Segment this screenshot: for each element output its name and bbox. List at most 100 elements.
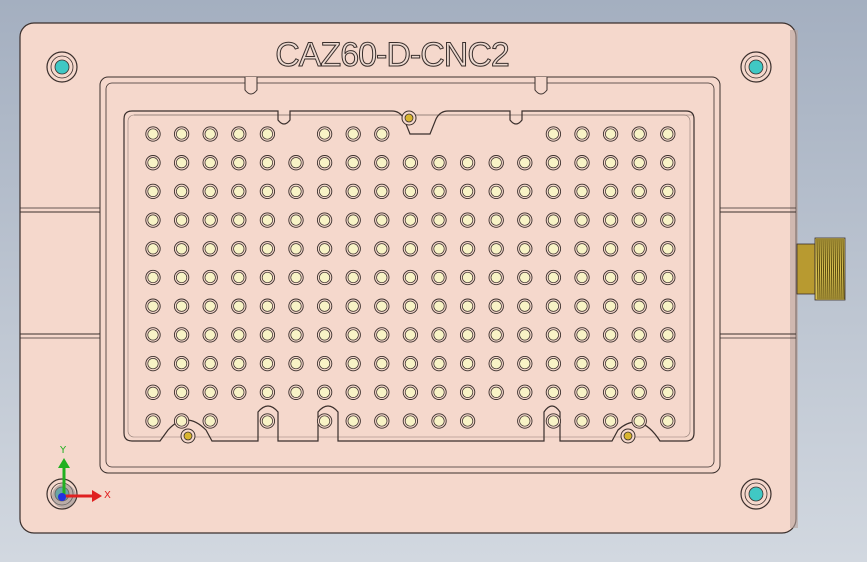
vacuum-hole-bore [290,271,302,284]
coordinate-triad-icon [52,458,102,508]
thread-line [820,238,823,300]
vacuum-hole-bore [347,157,359,169]
vacuum-hole-bore [462,185,474,197]
vacuum-hole-bore [376,386,388,398]
vacuum-hole-bore [147,185,159,197]
vacuum-hole-bore [319,358,331,370]
thread-line [828,238,831,300]
vacuum-hole-bore [462,415,474,427]
vacuum-hole-bore [261,300,273,312]
vacuum-hole-bore [376,157,388,169]
vacuum-hole-bore [319,185,331,197]
vacuum-hole-bore [662,271,674,284]
thread-line [836,238,839,300]
vacuum-hole-bore [376,271,388,284]
thread-line [826,238,829,300]
threaded-fitting-icon[interactable] [796,237,846,301]
vacuum-hole-bore [347,300,359,312]
vacuum-hole-bore [576,329,588,341]
vacuum-hole-bore [605,214,617,226]
vacuum-hole-bore [204,271,216,284]
vacuum-hole-bore [519,157,531,169]
vacuum-hole-bore [233,300,245,312]
vacuum-hole-bore [176,415,188,427]
vacuum-hole-bore [176,128,188,140]
mounting-hole-icon[interactable] [740,478,772,510]
mounting-hole-icon[interactable] [46,51,78,83]
locator-pin-bottom-right[interactable] [620,428,636,444]
vacuum-hole-bore [662,329,674,341]
vacuum-hole-bore [490,185,502,197]
vacuum-hole-bore [662,243,674,255]
vacuum-hole-bore [347,243,359,255]
vacuum-hole-bore [547,185,559,197]
vacuum-hole-bore [462,329,474,341]
vacuum-hole-bore [147,415,159,427]
vacuum-hole-bore [490,214,502,226]
vacuum-hole-bore [462,300,474,312]
vacuum-hole-bore [633,157,645,169]
vacuum-hole-bore [490,271,502,284]
vacuum-hole-bore [347,329,359,341]
vacuum-hole-bore [261,214,273,226]
vacuum-hole-bore [347,185,359,197]
vacuum-hole-bore [347,128,359,140]
vacuum-hole-bore [519,214,531,226]
vacuum-hole-bore [576,415,588,427]
vacuum-hole-bore [176,185,188,197]
vacuum-hole-bore [662,300,674,312]
vacuum-hole-bore [261,329,273,341]
vacuum-hole-bore [633,185,645,197]
vacuum-hole-bore [233,358,245,370]
vacuum-hole-bore [433,386,445,398]
vacuum-hole-bore [404,415,416,427]
vacuum-hole-bore [147,157,159,169]
vacuum-hole-bore [204,415,216,427]
vacuum-hole-bore [576,243,588,255]
vacuum-hole-bore [404,271,416,284]
vacuum-hole-bore [633,300,645,312]
vacuum-hole-bore [261,415,273,427]
vacuum-hole-bore [605,157,617,169]
vacuum-hole-bore [490,358,502,370]
locator-pin-bottom-left[interactable] [180,428,196,444]
vacuum-hole-bore [376,300,388,312]
vacuum-hole-bore [233,157,245,169]
vacuum-hole-bore [319,415,331,427]
vacuum-hole-bore [319,157,331,169]
vacuum-hole-bore [376,329,388,341]
vacuum-hole-bore [147,128,159,140]
vacuum-hole-bore [147,300,159,312]
vacuum-hole-bore [547,415,559,427]
thread-line [840,238,843,300]
vacuum-hole-bore [605,358,617,370]
vacuum-hole-bore [233,386,245,398]
vacuum-hole-bore [605,128,617,140]
vacuum-hole-bore [319,386,331,398]
vacuum-hole-bore [490,386,502,398]
vacuum-hole-bore [261,128,273,140]
locator-pin-top[interactable] [401,110,417,126]
vacuum-hole-bore [147,271,159,284]
vacuum-hole-bore [204,300,216,312]
vacuum-hole-bore [319,300,331,312]
vacuum-hole-bore [605,386,617,398]
vacuum-hole-bore [204,185,216,197]
vacuum-hole-bore [404,157,416,169]
triad-x-label: X [104,490,111,501]
vacuum-hole-bore [233,128,245,140]
vacuum-hole-bore [347,358,359,370]
vacuum-hole-bore [605,415,617,427]
vacuum-hole-bore [290,300,302,312]
vacuum-hole-bore [490,157,502,169]
vacuum-hole-bore [547,271,559,284]
vacuum-hole-bore [176,243,188,255]
vacuum-hole-bore [204,243,216,255]
mounting-hole-icon[interactable] [740,51,772,83]
vacuum-hole-bore [404,185,416,197]
vacuum-hole-bore [376,214,388,226]
vacuum-hole-bore [290,214,302,226]
vacuum-hole-bore [176,214,188,226]
